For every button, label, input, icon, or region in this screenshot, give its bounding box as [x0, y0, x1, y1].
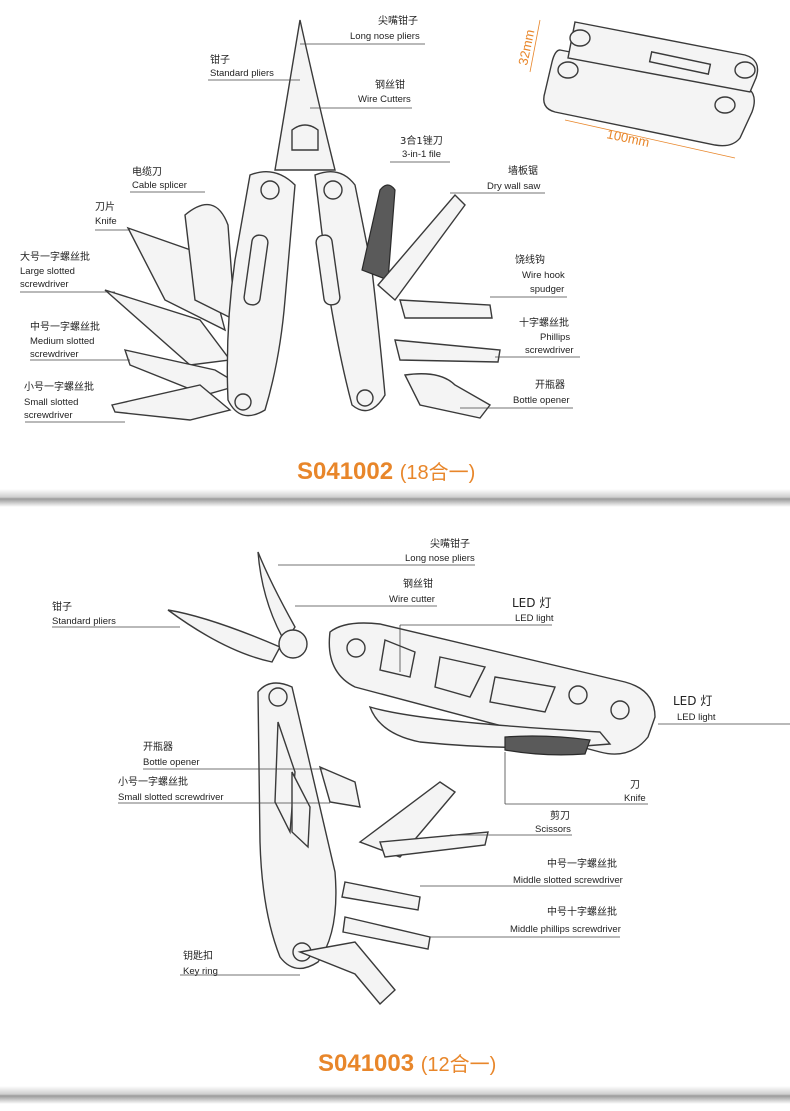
model-number: S041003 — [318, 1050, 415, 1077]
multitool-12-in-1-illustration: 尖嘴钳子 Long nose pliers 钳子 Standard pliers… — [52, 537, 790, 1006]
label-phillips-cn: 十字螺丝批 — [519, 316, 569, 329]
multitool-body — [104, 19, 501, 421]
label-small-slot-cn: 小号一字螺丝批 — [24, 380, 94, 393]
label-wire-cutter-cn: 钢丝钳 — [403, 577, 433, 590]
label-saw-en: Dry wall saw — [487, 181, 540, 192]
label-knife-en: Knife — [95, 216, 117, 227]
model-title-s041003: S041003 (12合一) — [318, 1048, 496, 1078]
label-file-cn: 3合1锉刀 — [400, 134, 443, 147]
label-small-slot-cn: 小号一字螺丝批 — [118, 775, 188, 788]
label-standard-en: Standard pliers — [52, 616, 116, 627]
panel-s041002: 32mm 100mm 尖嘴钳 — [0, 0, 790, 488]
label-scissors-en: Scissors — [535, 824, 571, 835]
multitool-body — [167, 551, 656, 1006]
label-middle-slot-en: Middle slotted screwdriver — [513, 875, 623, 886]
label-long-nose-en: Long nose pliers — [350, 31, 420, 42]
section-divider — [0, 489, 790, 507]
label-small-slot-en2: screwdriver — [24, 410, 73, 421]
label-knife-cn: 刀 — [630, 780, 640, 791]
label-wire-cutters-en: Wire Cutters — [358, 94, 411, 105]
label-middle-phillips-en: Middle phillips screwdriver — [510, 924, 621, 935]
label-wire-hook-cn: 饶线钩 — [515, 253, 545, 266]
label-wire-hook-en2: spudger — [530, 284, 564, 295]
label-standard-cn: 钳子 — [210, 53, 230, 66]
label-wire-hook-en1: Wire hook — [522, 270, 565, 281]
label-knife-en: Knife — [624, 793, 646, 804]
label-large-slot-en1: Large slotted — [20, 266, 75, 277]
label-knife-cn: 刀片 — [95, 200, 115, 213]
label-file-en: 3-in-1 file — [402, 149, 441, 160]
multitool-18-in-1-illustration: 32mm 100mm 尖嘴钳 — [20, 14, 759, 423]
label-led1-en: LED light — [515, 613, 554, 624]
label-large-slot-cn: 大号一字螺丝批 — [20, 250, 90, 263]
label-cable-cn: 电缆刀 — [132, 165, 162, 178]
folded-tool-inset — [529, 19, 759, 159]
label-long-nose-cn: 尖嘴钳子 — [378, 14, 418, 27]
label-key-ring-en: Key ring — [183, 966, 218, 977]
label-bottle-en: Bottle opener — [513, 395, 570, 406]
label-middle-phillips-cn: 中号十字螺丝批 — [547, 905, 617, 918]
dim-height: 32mm — [515, 28, 537, 66]
label-phillips-en2: screwdriver — [525, 345, 574, 356]
label-medium-slot-en1: Medium slotted — [30, 336, 94, 347]
label-small-slot-en1: Small slotted — [24, 397, 78, 408]
label-long-nose-cn: 尖嘴钳子 — [430, 537, 470, 550]
label-small-slot-en: Small slotted screwdriver — [118, 792, 224, 803]
label-medium-slot-cn: 中号一字螺丝批 — [30, 320, 100, 333]
label-led1-cn: LED 灯 — [512, 596, 551, 610]
label-standard-cn: 钳子 — [52, 600, 72, 613]
label-saw-cn: 墙板锯 — [508, 164, 538, 177]
label-scissors-cn: 剪刀 — [550, 809, 570, 822]
label-wire-cutters-cn: 钢丝钳 — [375, 78, 405, 91]
model-title-s041002: S041002 (18合一) — [297, 456, 475, 486]
label-cable-en: Cable splicer — [132, 180, 187, 191]
label-long-nose-en: Long nose pliers — [405, 553, 475, 564]
model-count: (18合一) — [399, 462, 476, 484]
label-middle-slot-cn: 中号一字螺丝批 — [547, 857, 617, 870]
label-wire-cutter-en: Wire cutter — [389, 594, 435, 605]
label-led2-en: LED light — [677, 712, 716, 723]
label-bottle-en: Bottle opener — [143, 757, 200, 768]
label-large-slot-en2: screwdriver — [20, 279, 69, 290]
section-divider-bottom — [0, 1086, 790, 1104]
model-number: S041002 — [297, 458, 394, 485]
label-standard-en: Standard pliers — [210, 68, 274, 79]
panel-s041003: 尖嘴钳子 Long nose pliers 钳子 Standard pliers… — [0, 512, 790, 1084]
label-bottle-cn: 开瓶器 — [143, 740, 173, 753]
label-medium-slot-en2: screwdriver — [30, 349, 79, 360]
label-phillips-en1: Phillips — [540, 332, 570, 343]
label-led2-cn: LED 灯 — [673, 694, 712, 708]
label-bottle-cn: 开瓶器 — [535, 378, 565, 391]
model-count: (12合一) — [420, 1054, 497, 1076]
label-key-ring-cn: 钥匙扣 — [183, 949, 213, 962]
